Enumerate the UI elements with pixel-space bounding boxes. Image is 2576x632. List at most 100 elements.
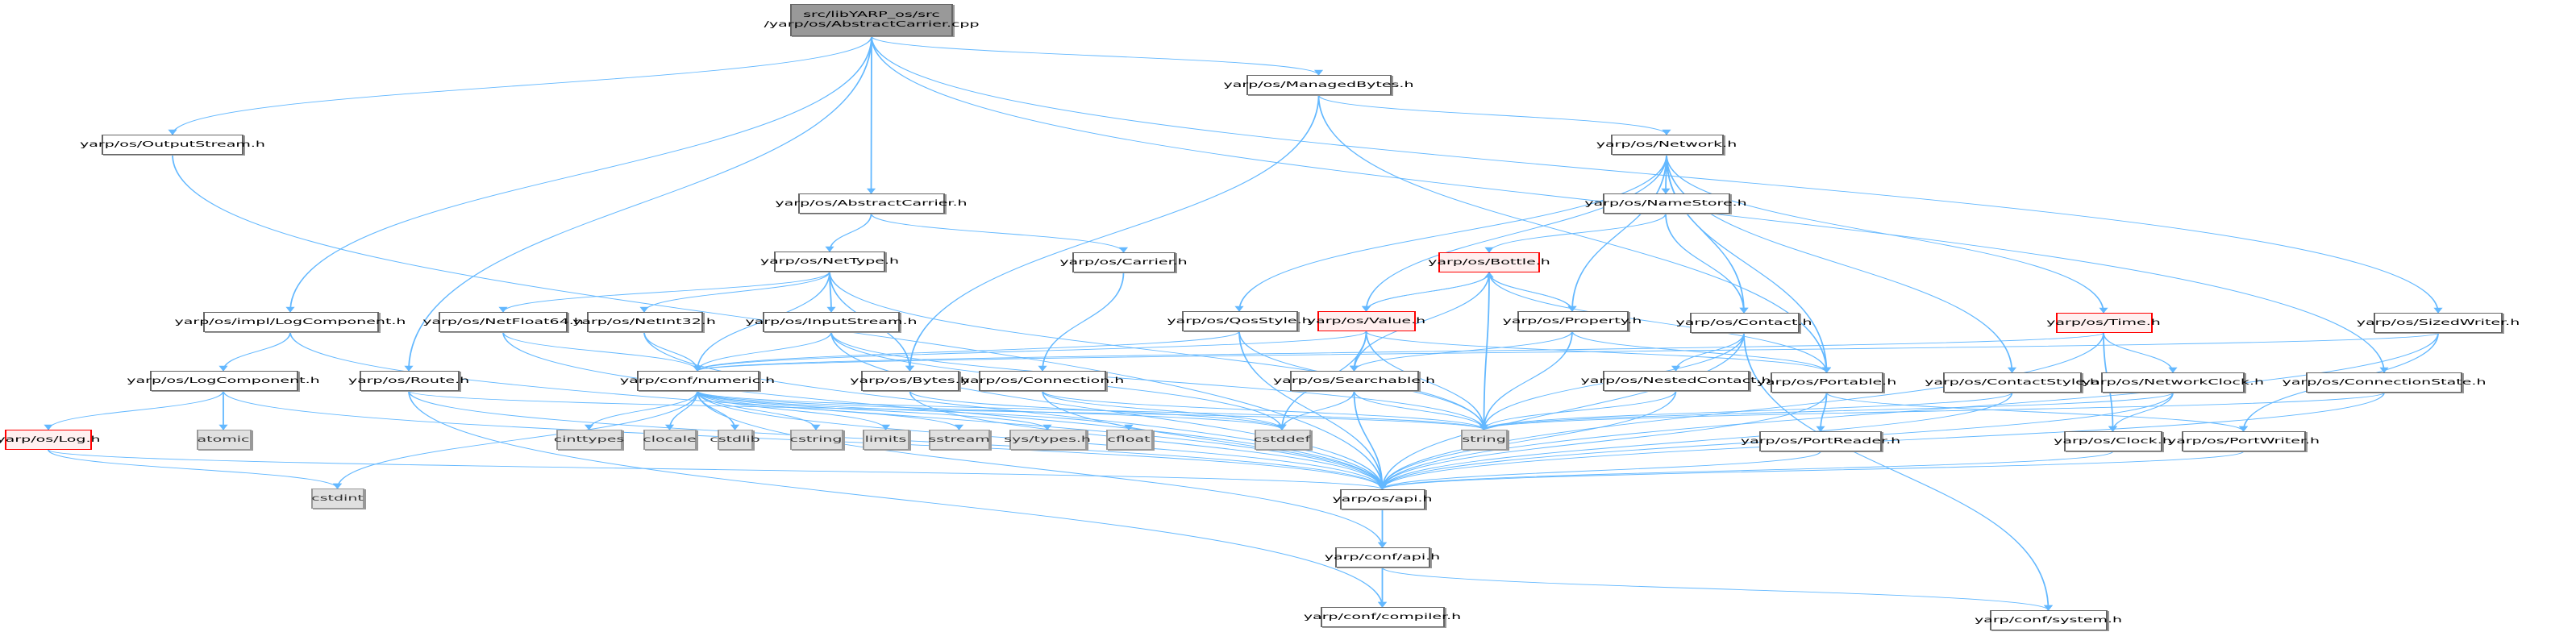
edge-numeric-to-confapi [697, 390, 1388, 548]
graph-node-Route[interactable]: yarp/os/Route.h [348, 371, 469, 391]
graph-node-ConnectionState[interactable]: yarp/os/ConnectionState.h [2283, 372, 2487, 393]
graph-node-LogComponent[interactable]: yarp/os/LogComponent.h [127, 371, 320, 391]
graph-node-clocale: clocale [643, 430, 697, 450]
edge-NetFloat64-to-numeric [502, 331, 702, 372]
graph-node-Bytes[interactable]: yarp/os/Bytes.h [850, 371, 970, 391]
graph-node-PortWriter[interactable]: yarp/os/PortWriter.h [2167, 431, 2320, 451]
graph-node-AbstractCarrier[interactable]: yarp/os/AbstractCarrier.h [775, 193, 968, 214]
edge-Log-to-cstdint [48, 449, 343, 489]
graph-node-cstdlib: cstdlib [710, 430, 760, 450]
edge-implLogComponent-to-LogComponent [218, 331, 291, 372]
graph-node-ContactStyle[interactable]: yarp/os/ContactStyle.h [1925, 372, 2100, 393]
graph-node-NetType[interactable]: yarp/os/NetType.h [760, 252, 899, 272]
edge-ManagedBytes-to-Bytes [905, 94, 1320, 372]
edge-Network-to-Contact [1666, 154, 1749, 314]
graph-node-Carrier[interactable]: yarp/os/Carrier.h [1059, 252, 1188, 272]
edge-Value-to-string [1365, 331, 1489, 430]
graph-node-QosStyle[interactable]: yarp/os/QosStyle.h [1167, 311, 1312, 331]
edge-NetworkClock-to-Clock [2108, 392, 2174, 432]
edge-QosStyle-to-osapi [1238, 331, 1388, 490]
graph-node-sstream: sstream [928, 430, 990, 450]
graph-node-SizedWriter[interactable]: yarp/os/SizedWriter.h [2357, 313, 2520, 333]
edge-Value-to-numeric [693, 331, 1367, 372]
edge-ConnectionState-to-osapi [1378, 392, 2385, 490]
edge-AbstractCarrier-to-Carrier [870, 213, 1129, 253]
edge-Clock-to-osapi [1378, 451, 2114, 490]
edge-numeric-to-cstring [697, 390, 821, 430]
graph-node-InputStream[interactable]: yarp/os/InputStream.h [745, 312, 918, 332]
edge-Bottle-to-Portable [1488, 272, 1832, 373]
graph-node-NameStore[interactable]: yarp/os/NameStore.h [1584, 193, 1747, 214]
edge-NetworkClock-to-string [1479, 392, 2174, 430]
graph-node-Property[interactable]: yarp/os/Property.h [1503, 311, 1642, 331]
graph-node-Clock[interactable]: yarp/os/Clock.h [2054, 431, 2172, 451]
graph-node-numeric[interactable]: yarp/conf/numeric.h [620, 371, 775, 391]
edge-Network-to-Time [1666, 154, 2108, 314]
graph-node-cstddef: cstddef [1254, 430, 1310, 450]
edge-NetInt32-to-osapi [643, 331, 1388, 490]
edge-Bytes-to-cstddef [909, 390, 1287, 430]
edge-Property-to-Bottle [1484, 272, 1573, 312]
edge-confapi-to-system [1381, 567, 2053, 611]
edge-InputStream-to-numeric [693, 331, 832, 372]
edge-Searchable-to-string [1353, 390, 1489, 430]
edge-Time-to-NetworkClock [2103, 332, 2178, 373]
edge-NestedContact-to-osapi [1377, 390, 1677, 490]
graph-node-cinttypes: cinttypes [554, 430, 624, 450]
edge-Route-to-compiler [408, 390, 1388, 608]
graph-node-Connection[interactable]: yarp/os/Connection.h [961, 371, 1124, 391]
edge-LogComponent-to-Log [44, 390, 224, 430]
graph-node-Time[interactable]: yarp/os/Time.h [2046, 313, 2161, 333]
edge-Searchable-to-osapi [1353, 390, 1388, 490]
edge-Network-to-ContactStyle [1666, 154, 2017, 373]
edge-Contact-to-osapi [1377, 332, 1745, 490]
edge-numeric-to-systypes [697, 390, 1052, 430]
edge-Contact-to-NestedContact [1671, 332, 1745, 372]
graph-node-PortReader[interactable]: yarp/os/PortReader.h [1741, 431, 1900, 451]
edge-numeric-to-cinttypes [584, 390, 698, 430]
graph-node-string: string [1460, 430, 1508, 450]
edge-numeric-to-sstream [697, 390, 964, 430]
graph-node-confapi[interactable]: yarp/conf/api.h [1325, 547, 1440, 568]
edge-NetType-to-string [829, 271, 1489, 430]
edge-Connection-to-string [1042, 390, 1488, 430]
graph-node-NetworkClock[interactable]: yarp/os/NetworkClock.h [2082, 372, 2264, 393]
graph-node-implLogComponent[interactable]: yarp/os/impl/LogComponent.h [175, 312, 406, 332]
graph-node-NetInt32[interactable]: yarp/os/NetInt32.h [572, 312, 716, 332]
edge-Network-to-Value [1361, 154, 1667, 312]
edge-Time-to-numeric [693, 332, 2104, 372]
edge-SizedWriter-to-numeric [693, 332, 2439, 372]
edge-Carrier-to-Connection [1038, 272, 1125, 372]
edge-Bottle-to-string [1479, 272, 1490, 430]
edge-NetFloat64-to-osapi [502, 331, 1388, 490]
edge-Property-to-Portable [1571, 331, 1832, 373]
graph-node-Portable[interactable]: yarp/os/Portable.h [1757, 372, 1896, 393]
edge-Connection-to-osapi [1042, 390, 1388, 490]
graph-node-system[interactable]: yarp/conf/system.h [1975, 610, 2122, 630]
edge-root-to-implLogComponent [285, 35, 872, 313]
edge-Route-to-string [408, 390, 1488, 430]
graph-node-Network[interactable]: yarp/os/Network.h [1596, 135, 1737, 155]
graph-node-osapi[interactable]: yarp/os/api.h [1332, 489, 1433, 509]
edge-Value-to-Bottle [1365, 272, 1494, 312]
graph-node-Contact[interactable]: yarp/os/Contact.h [1675, 313, 1812, 333]
graph-node-Value[interactable]: yarp/os/Value.h [1307, 311, 1425, 331]
graph-node-OutputStream[interactable]: yarp/os/OutputStream.h [80, 135, 265, 155]
edge-InputStream-to-string [830, 331, 1489, 430]
graph-node-Log[interactable]: yarp/os/Log.h [0, 430, 101, 450]
edge-Portable-to-PortReader [1816, 392, 1828, 432]
graph-node-cstdint: cstdint [310, 489, 364, 509]
edge-Network-to-QosStyle [1234, 154, 1667, 312]
edge-numeric-to-limits [697, 390, 891, 430]
graph-node-Bottle[interactable]: yarp/os/Bottle.h [1428, 252, 1550, 272]
graph-node-Searchable[interactable]: yarp/os/Searchable.h [1273, 371, 1435, 391]
edge-NestedContact-to-string [1479, 390, 1677, 430]
edge-numeric-to-cstddef [697, 390, 1287, 430]
graph-node-NestedContact[interactable]: yarp/os/NestedContact.h [1580, 371, 1771, 391]
graph-node-NetFloat64[interactable]: yarp/os/NetFloat64.h [422, 312, 584, 332]
graph-node-ManagedBytes[interactable]: yarp/os/ManagedBytes.h [1224, 75, 1414, 95]
edge-root-to-Route [404, 35, 872, 372]
graph-node-compiler[interactable]: yarp/conf/compiler.h [1304, 607, 1461, 627]
edge-root-to-OutputStream [168, 35, 872, 135]
